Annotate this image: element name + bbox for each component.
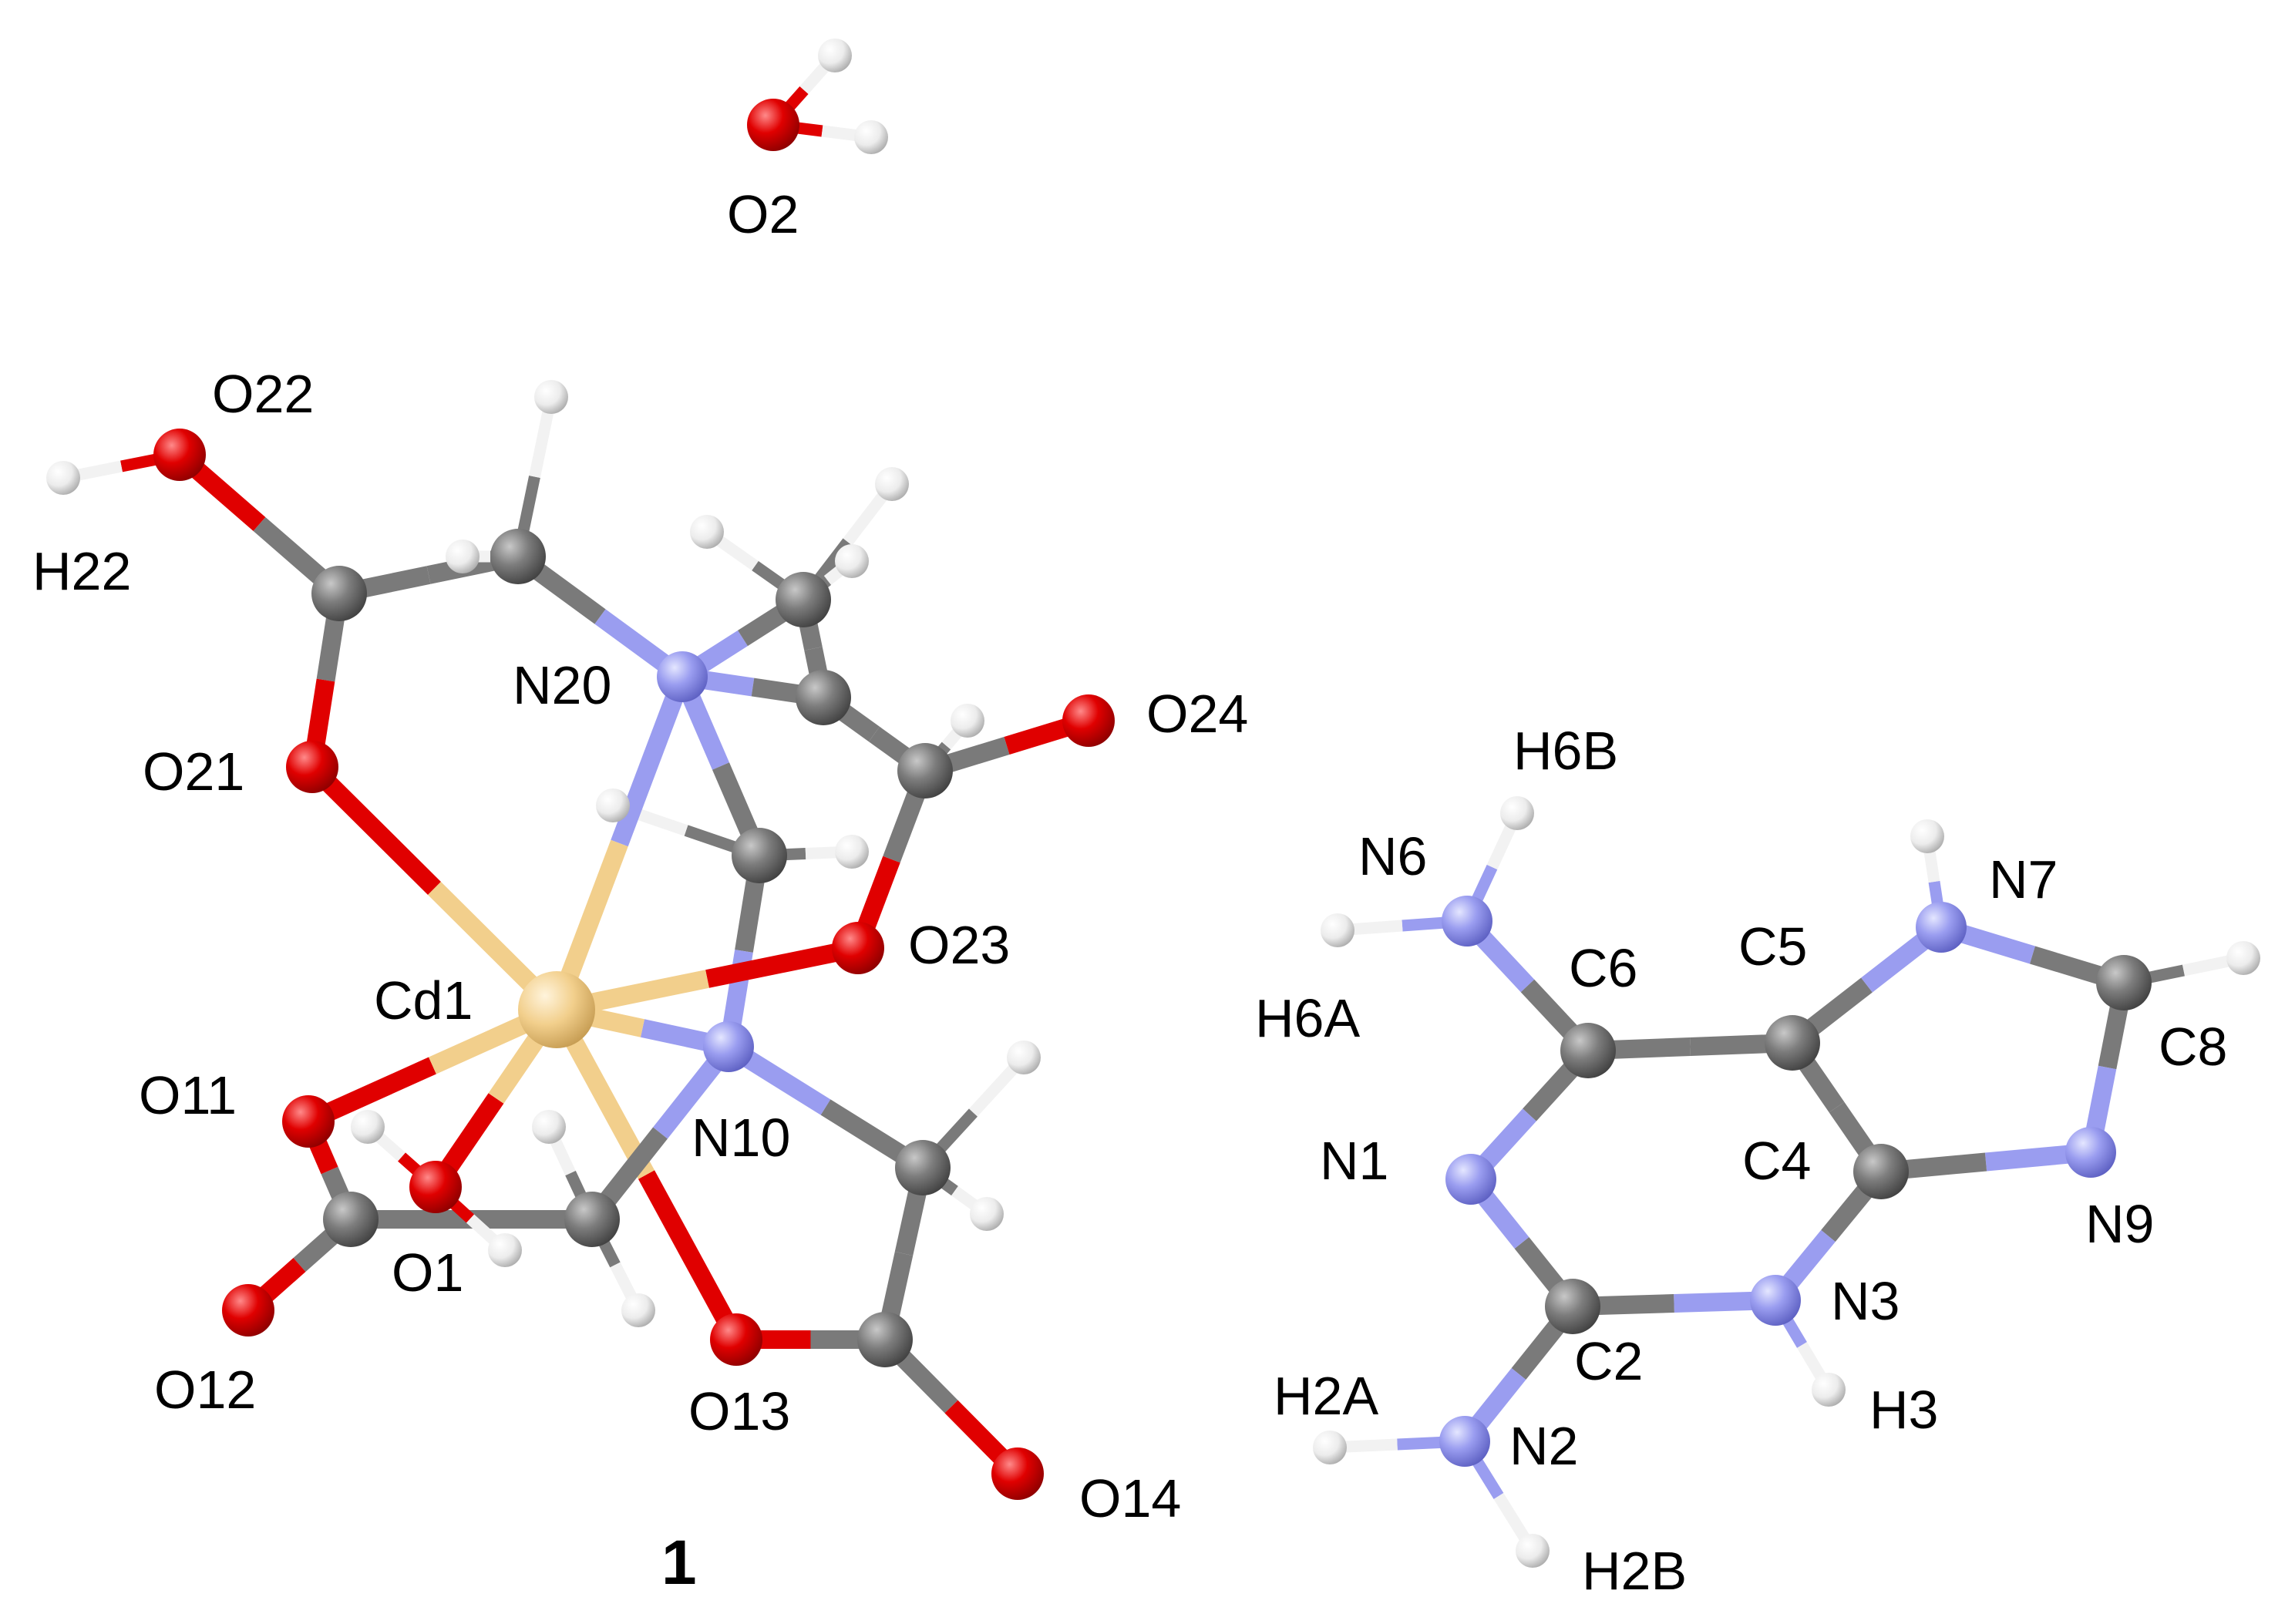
atom-HO1a <box>351 1110 385 1144</box>
atom-labels: O2 O22 H22 N20 O24 O21 Cd1 O23 O11 N10 O… <box>32 184 2227 1601</box>
atom-HO1b <box>488 1233 522 1267</box>
bond-O13-Cd1-half-a <box>638 1170 745 1344</box>
label-C6: C6 <box>1569 938 1637 998</box>
label-C8: C8 <box>2159 1017 2227 1077</box>
atom-N2 <box>1439 1416 1490 1467</box>
atom-H6Ba <box>1500 796 1534 830</box>
atom-wH2 <box>854 120 888 154</box>
atom-O21 <box>286 741 338 793</box>
label-H2A: H2A <box>1274 1366 1378 1426</box>
atoms-layer <box>46 39 2260 1568</box>
atom-Cm3 <box>796 670 851 725</box>
atom-O12 <box>222 1284 274 1337</box>
atom-C8 <box>2096 955 2152 1010</box>
atom-H6a <box>532 1110 566 1144</box>
label-O11: O11 <box>139 1065 237 1125</box>
atom-Hm1 <box>534 380 568 414</box>
label-N10: N10 <box>692 1108 790 1168</box>
atom-C2 <box>1545 1279 1600 1334</box>
label-H3: H3 <box>1869 1380 1938 1440</box>
label-O21: O21 <box>143 741 244 802</box>
atom-Cm1 <box>490 529 546 584</box>
label-N1: N1 <box>1320 1131 1388 1191</box>
label-C5: C5 <box>1738 916 1807 977</box>
atom-Cm6 <box>564 1192 620 1247</box>
atom-wH1 <box>818 39 852 72</box>
atom-Cc4 <box>323 1192 379 1247</box>
atom-C4 <box>1853 1144 1909 1199</box>
atom-Cc2 <box>897 743 953 799</box>
atom-Hm1b <box>446 540 480 573</box>
atom-H7 <box>1910 819 1944 853</box>
atom-O24 <box>1062 694 1115 747</box>
atom-Cc1 <box>311 566 367 621</box>
label-H6B: H6B <box>1513 721 1618 781</box>
label-N6: N6 <box>1358 826 1427 886</box>
atom-Hm2c <box>835 544 869 578</box>
atom-H_o24 <box>951 704 984 738</box>
atom-H2Ba <box>1516 1534 1550 1568</box>
label-C4: C4 <box>1742 1131 1811 1191</box>
label-N3: N3 <box>1831 1271 1900 1331</box>
atom-Cd1 <box>518 971 595 1048</box>
atom-H6b <box>621 1293 655 1327</box>
bond-O21-Cd1-half-a <box>305 760 441 896</box>
atom-Cm2 <box>776 572 831 627</box>
atom-N1 <box>1445 1154 1496 1205</box>
atom-H22 <box>46 461 80 495</box>
atom-O13 <box>710 1313 762 1366</box>
atom-Hm2b <box>875 467 909 501</box>
label-N9: N9 <box>2085 1194 2154 1254</box>
label-H22: H22 <box>32 541 131 601</box>
bond-N20-Cd1-half-a <box>611 673 692 847</box>
label-O13: O13 <box>688 1381 790 1441</box>
atom-N6 <box>1442 896 1492 946</box>
label-O14: O14 <box>1079 1468 1181 1528</box>
atom-N9 <box>2065 1127 2116 1178</box>
atom-H4a <box>596 788 630 822</box>
atom-O23 <box>832 922 884 974</box>
atom-C5 <box>1765 1015 1820 1071</box>
label-O23: O23 <box>908 915 1010 975</box>
atom-H6Aa <box>1321 913 1354 947</box>
atom-O1 <box>409 1161 462 1213</box>
atom-Cc3 <box>857 1312 913 1367</box>
bonds-layer <box>62 52 2245 1554</box>
label-C2: C2 <box>1574 1331 1643 1391</box>
atom-H4b <box>835 835 869 869</box>
label-O2: O2 <box>727 184 799 244</box>
atom-Cm4 <box>732 828 787 883</box>
atom-N7 <box>1916 902 1967 953</box>
atom-H5b <box>970 1197 1004 1231</box>
compound-number-label: 1 <box>661 1528 697 1598</box>
atom-H3a <box>1812 1373 1846 1407</box>
atom-N20 <box>657 651 708 702</box>
atom-O22 <box>153 429 206 481</box>
atom-H5a <box>1007 1041 1041 1074</box>
atom-H2Aa <box>1313 1431 1347 1464</box>
label-H6A: H6A <box>1255 988 1360 1048</box>
label-O12: O12 <box>154 1360 256 1420</box>
atom-N3 <box>1750 1275 1801 1326</box>
atom-O11 <box>282 1095 335 1148</box>
label-Cd1: Cd1 <box>374 970 473 1031</box>
atom-O14 <box>991 1447 1044 1500</box>
label-O22: O22 <box>212 364 314 424</box>
label-N2: N2 <box>1509 1416 1578 1476</box>
atom-Cm5 <box>895 1140 951 1195</box>
label-N7: N7 <box>1989 849 2058 910</box>
atom-N10 <box>703 1021 754 1072</box>
atom-wO <box>747 99 799 151</box>
atom-C6 <box>1560 1023 1616 1078</box>
label-O1: O1 <box>392 1242 463 1303</box>
label-H2B: H2B <box>1582 1541 1687 1601</box>
atom-Hm2a <box>690 515 724 549</box>
atom-H8 <box>2226 941 2260 975</box>
label-O24: O24 <box>1146 684 1248 744</box>
label-N20: N20 <box>513 655 611 715</box>
